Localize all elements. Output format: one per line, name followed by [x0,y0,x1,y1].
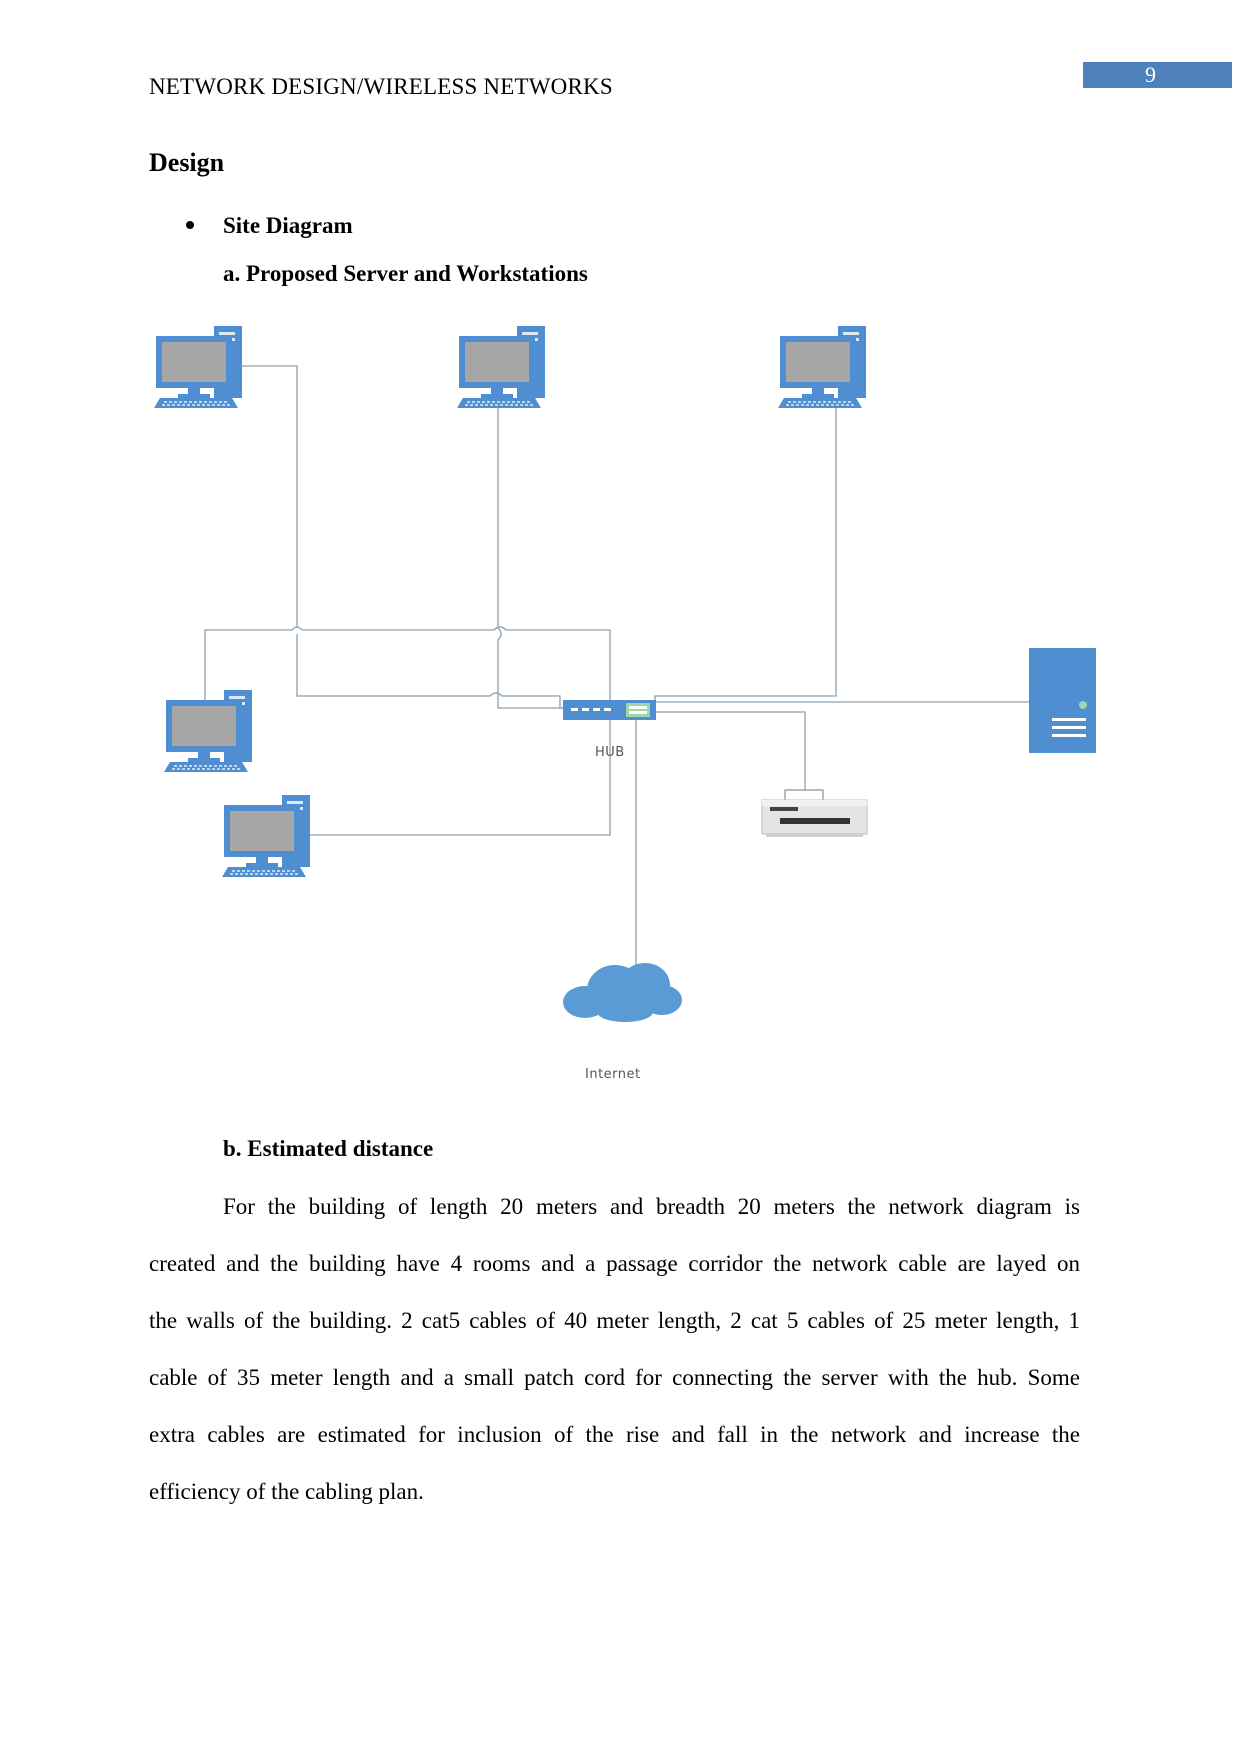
printer-icon [761,789,868,837]
cloud-icon [563,963,682,1022]
hub-icon [563,700,656,720]
workstation-icon-4 [163,689,253,773]
cable-pc-top-right [654,400,837,704]
section-heading: Design [149,148,225,177]
running-head: NETWORK DESIGN/WIRELESS NETWORKS [149,74,613,99]
page-number: 9 [1145,62,1156,87]
workstation-icon-3 [777,325,867,409]
internet-label: Internet [585,1067,641,1082]
paragraph-line-5: extra cables are estimated for inclusion… [149,1422,1080,1447]
subsection-b-heading: b. Estimated distance [223,1136,434,1161]
cable-pc-top-center [497,366,568,709]
workstation-icon-5 [221,794,311,878]
workstation-icon-2 [456,325,546,409]
cable-pc-top-left [202,365,568,709]
paragraph-line-6: efficiency of the cabling plan. [149,1479,424,1504]
workstation-icon-1 [153,325,243,409]
hub-label: HUB [595,745,625,760]
paragraph-line-4: cable of 35 meter length and a small pat… [149,1365,1080,1390]
cable-pc-bottom-left [265,720,611,836]
bullet-label: Site Diagram [223,213,353,238]
bullet-dot [186,221,194,229]
paragraph-line-1: For the building of length 20 meters and… [223,1194,1080,1219]
subsection-a-heading: a. Proposed Server and Workstations [223,261,588,286]
paragraph-line-3: the walls of the building. 2 cat5 cables… [149,1308,1080,1333]
cable-pc-left [204,626,611,726]
cable-lines [202,365,1030,965]
page-number-bar: 9 [1083,62,1232,88]
cable-printer [635,711,806,800]
paragraph-line-2: created and the building have 4 rooms an… [149,1251,1080,1276]
server-icon [1029,648,1096,753]
